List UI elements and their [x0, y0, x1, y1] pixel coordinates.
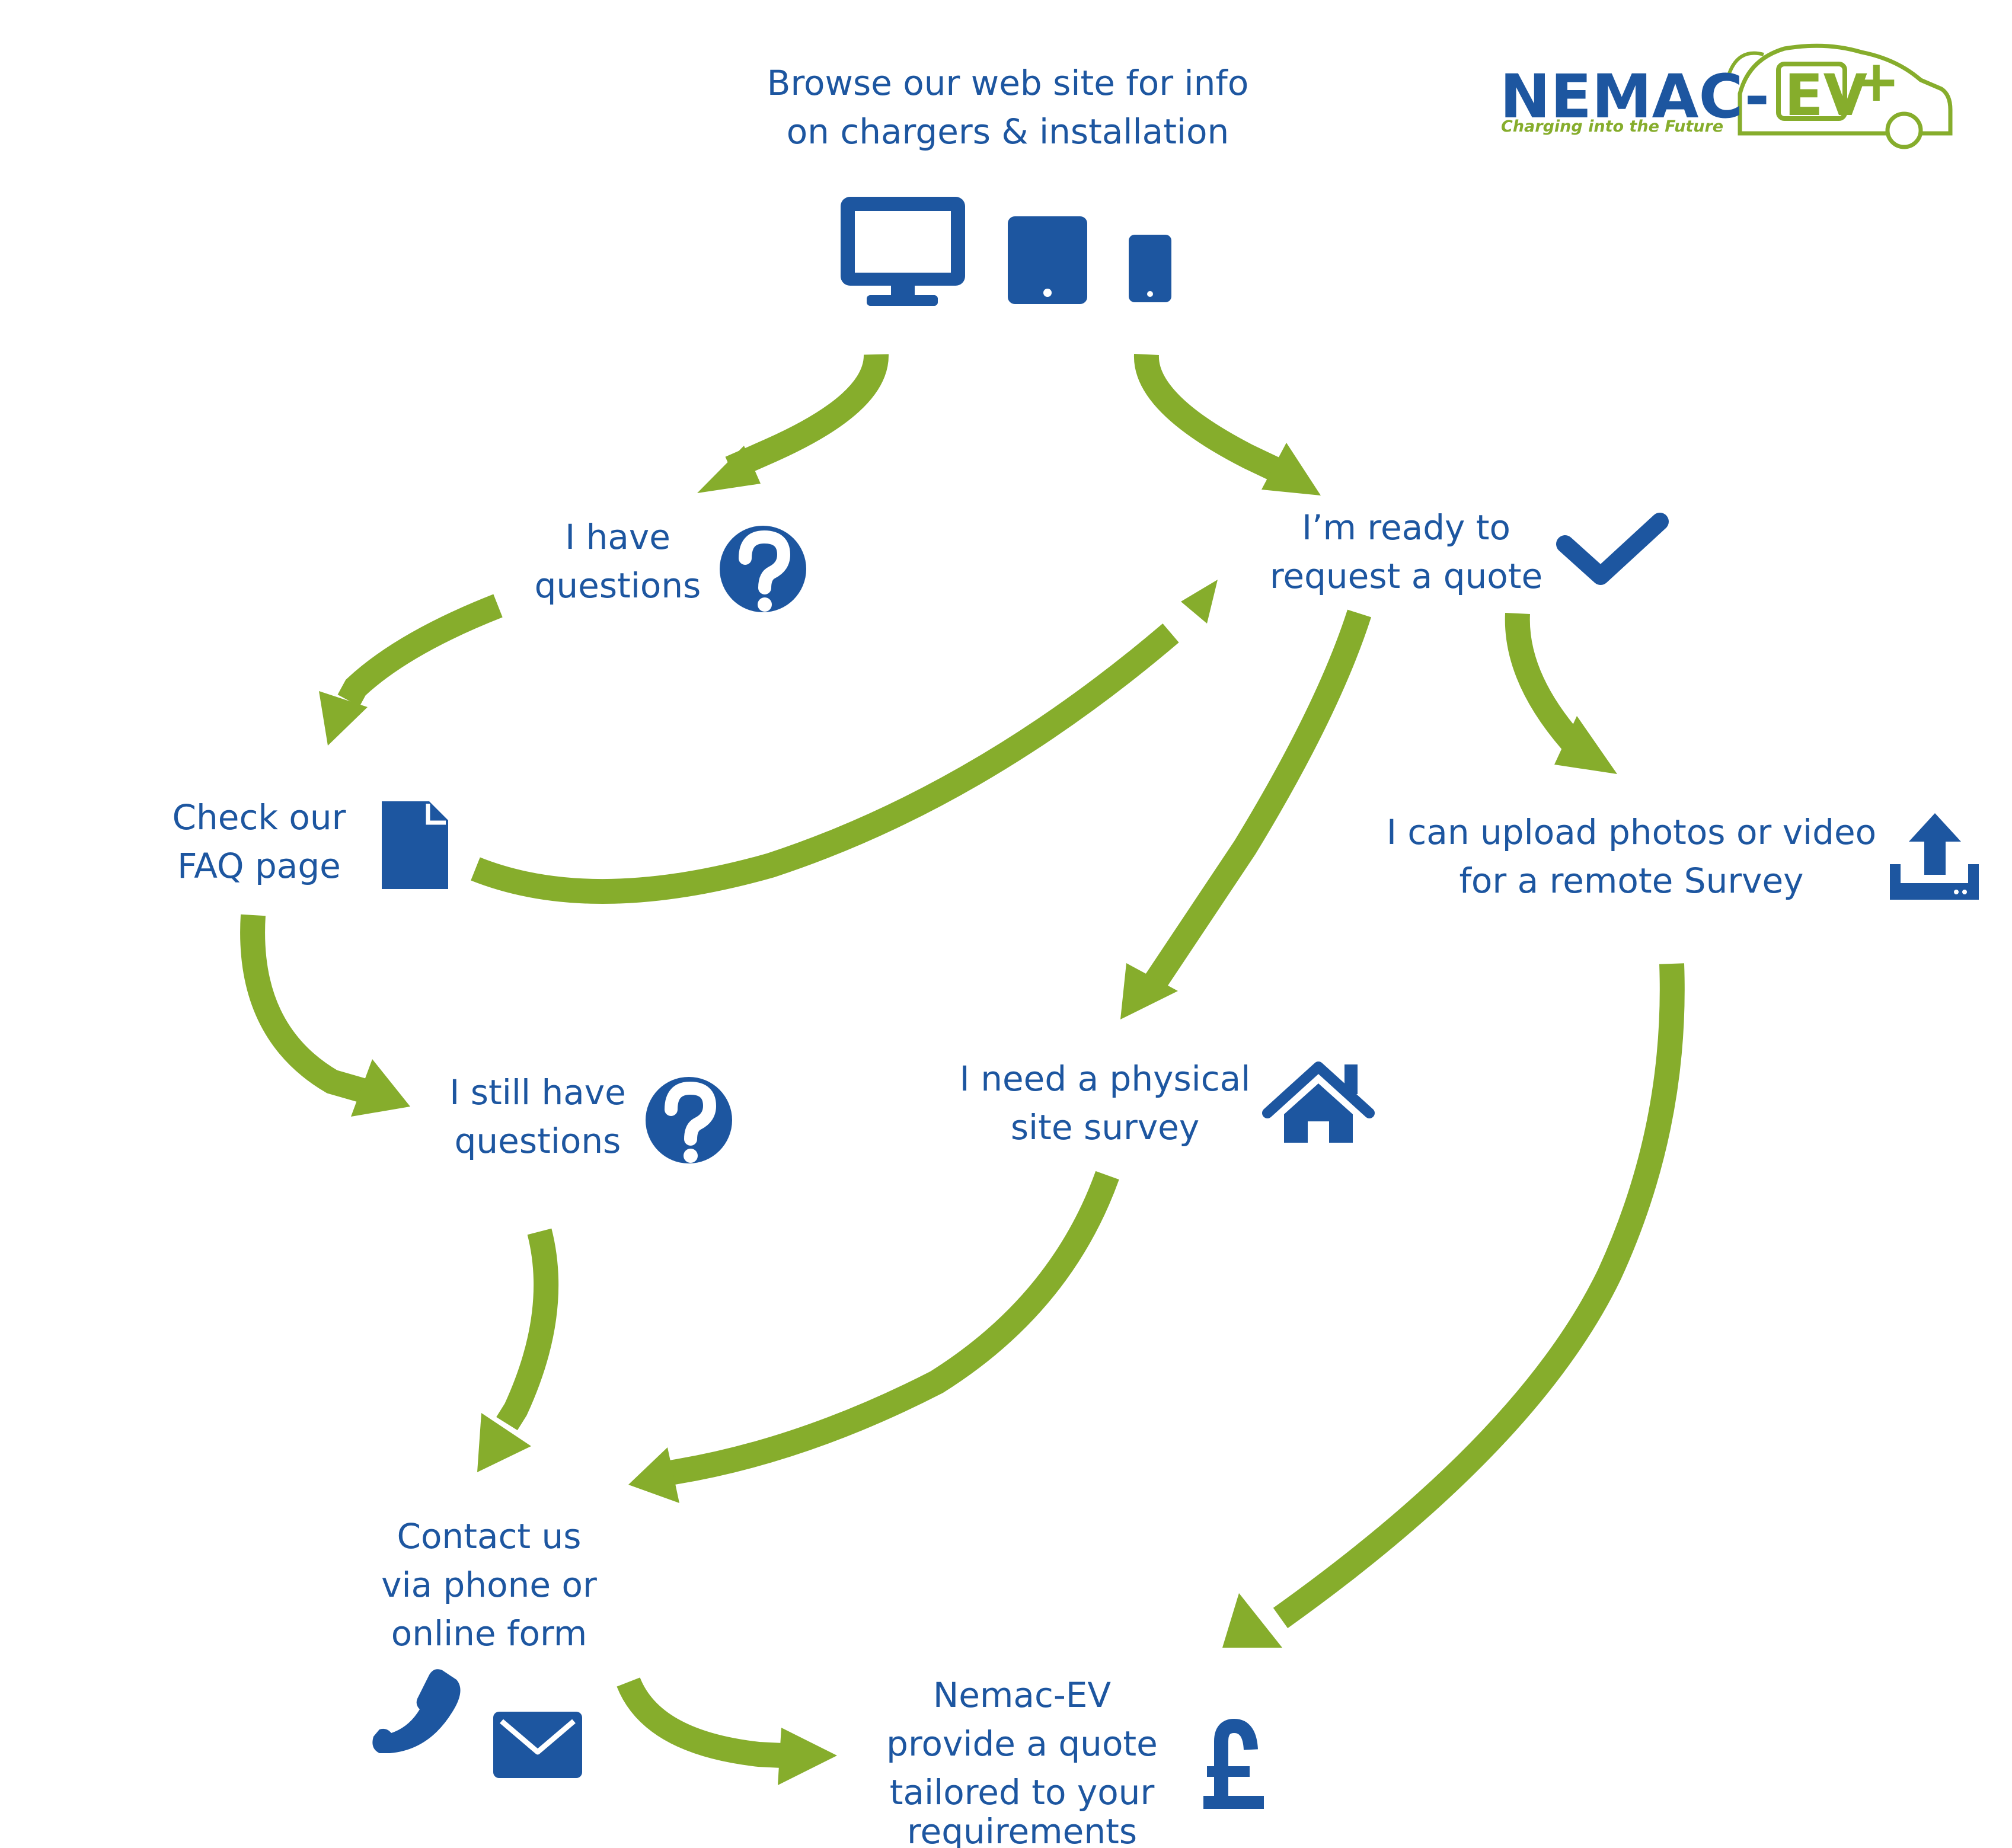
telephone-icon	[372, 1669, 461, 1753]
arrow-still-to-contact	[477, 1228, 559, 1472]
arrow-faq-to-quote	[471, 580, 1218, 904]
node-quote-line-4: requirements	[907, 1811, 1137, 1848]
arrow-upload-to-quote	[1222, 963, 1685, 1648]
house-icon	[1262, 1062, 1375, 1143]
pound-icon	[1203, 1718, 1264, 1809]
node-quote-line-2: provide a quote	[886, 1724, 1158, 1764]
node-check-faq-line-2: FAQ page	[177, 846, 341, 886]
node-ready-quote-line-2: request a quote	[1270, 556, 1542, 596]
node-ready-quote-line-1: I’m ready to	[1302, 507, 1510, 548]
logo-ev-battery	[1776, 62, 1847, 121]
question-icon	[720, 526, 806, 612]
arrow-questions-to-faq	[319, 594, 503, 746]
logo-plug-cable	[1726, 51, 1764, 78]
logo-name: NEMAC-	[1500, 62, 1770, 132]
node-upload-line-2: for a remote Survey	[1459, 861, 1803, 901]
arrow-browse-to-questions	[697, 354, 889, 493]
node-contact-line-3: online form	[391, 1613, 587, 1654]
node-physical-survey-line-1: I need a physical	[960, 1059, 1251, 1099]
node-browse-line-2: on chargers & installation	[787, 111, 1229, 152]
node-quote-line-1: Nemac-EV	[933, 1675, 1112, 1715]
arrow-physical-to-contact	[628, 1171, 1119, 1503]
node-ready-quote: I’m ready to request a quote	[1270, 507, 1542, 596]
node-check-faq: Check our FAQ page	[173, 797, 346, 886]
monitor-icon	[841, 197, 965, 306]
node-physical-survey: I need a physical site survey	[960, 1059, 1251, 1147]
node-have-questions-line-2: questions	[535, 565, 701, 606]
logo-ev: EV	[1784, 62, 1867, 129]
question-icon	[646, 1077, 732, 1163]
node-check-faq-line-1: Check our	[173, 797, 346, 837]
logo-tagline: Charging into the Future	[1501, 117, 1723, 136]
phone-icon	[1129, 235, 1171, 302]
document-icon	[382, 801, 448, 889]
arrows	[240, 353, 1685, 1785]
node-physical-survey-line-2: site survey	[1011, 1107, 1199, 1147]
logo-plus: +	[1853, 48, 1900, 114]
node-have-questions-line-1: I have	[565, 517, 670, 557]
node-browse-line-1: Browse our web site for info	[767, 63, 1249, 103]
arrow-contact-to-quote	[617, 1677, 837, 1785]
node-upload: I can upload photos or video for a remot…	[1387, 812, 1876, 901]
node-upload-line-1: I can upload photos or video	[1387, 812, 1876, 852]
node-quote-line-3: tailored to your	[890, 1772, 1155, 1812]
logo-wheel-front	[1885, 111, 1923, 149]
arrow-quote-to-physical	[1120, 609, 1371, 1019]
node-still-questions: I still have questions	[449, 1072, 626, 1161]
arrow-browse-to-quote	[1133, 353, 1321, 495]
logo-car-outline	[1738, 43, 1953, 136]
node-contact-line-2: via phone or	[381, 1565, 597, 1605]
arrow-quote-to-upload	[1505, 613, 1617, 774]
node-browse: Browse our web site for info on chargers…	[767, 63, 1249, 152]
tablet-icon	[1008, 216, 1087, 304]
node-have-questions: I have questions	[535, 517, 701, 606]
node-contact: Contact us via phone or online form	[381, 1516, 597, 1654]
envelope-icon	[493, 1712, 582, 1778]
node-still-questions-line-2: questions	[455, 1121, 621, 1161]
upload-icon	[1890, 813, 1979, 900]
node-quote: Nemac-EV provide a quote tailored to you…	[886, 1675, 1158, 1848]
nemac-ev-logo: NEMAC- EV + Charging into the Future	[1500, 43, 1953, 149]
node-still-questions-line-1: I still have	[449, 1072, 626, 1112]
checkmark-icon	[1556, 513, 1669, 585]
arrow-faq-to-still	[240, 914, 410, 1117]
node-contact-line-1: Contact us	[397, 1516, 581, 1556]
